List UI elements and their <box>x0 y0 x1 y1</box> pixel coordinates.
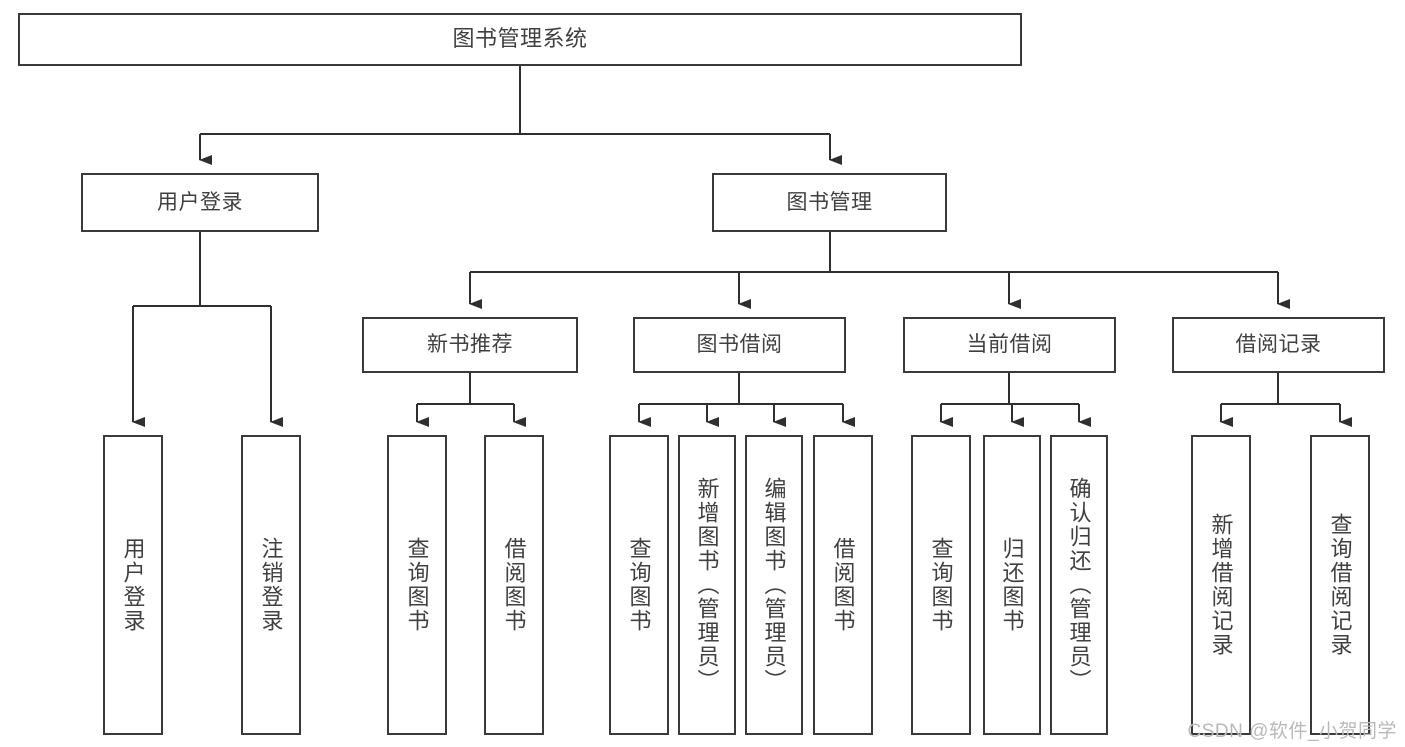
leaf-query-record-label: 查询借阅记录 <box>1327 513 1353 657</box>
node-borrow-record-label: 借阅记录 <box>1235 333 1322 357</box>
leaf-borrow-book-2-label: 借阅图书 <box>830 537 856 633</box>
leaf-query-book-2[interactable]: 查询图书 <box>609 435 669 735</box>
leaf-query-book-1-label: 查询图书 <box>404 537 430 633</box>
leaf-query-book-3-label: 查询图书 <box>928 537 954 633</box>
leaf-confirm-return[interactable]: 确认归还（管理员） <box>1050 435 1108 735</box>
leaf-add-book-label: 新增图书（管理员） <box>694 477 720 693</box>
node-root[interactable]: 图书管理系统 <box>18 13 1022 66</box>
leaf-query-book-1[interactable]: 查询图书 <box>387 435 447 735</box>
leaf-return-book[interactable]: 归还图书 <box>983 435 1041 735</box>
leaf-query-record[interactable]: 查询借阅记录 <box>1310 435 1370 735</box>
leaf-edit-book[interactable]: 编辑图书（管理员） <box>745 435 803 735</box>
leaf-user-login-label: 用户登录 <box>120 537 146 633</box>
leaf-borrow-book-1[interactable]: 借阅图书 <box>484 435 544 735</box>
node-user-login[interactable]: 用户登录 <box>81 173 319 232</box>
node-book-manage-label: 图书管理 <box>786 190 873 214</box>
leaf-add-record-label: 新增借阅记录 <box>1208 513 1234 657</box>
node-current-borrow[interactable]: 当前借阅 <box>903 317 1116 373</box>
node-borrow-record[interactable]: 借阅记录 <box>1172 317 1385 373</box>
leaf-user-login[interactable]: 用户登录 <box>103 435 163 735</box>
node-new-book-rec[interactable]: 新书推荐 <box>362 317 578 373</box>
leaf-return-book-label: 归还图书 <box>999 537 1025 633</box>
leaf-borrow-book-2[interactable]: 借阅图书 <box>813 435 873 735</box>
leaf-logout-label: 注销登录 <box>258 537 284 633</box>
leaf-add-book[interactable]: 新增图书（管理员） <box>678 435 736 735</box>
leaf-query-book-3[interactable]: 查询图书 <box>911 435 971 735</box>
node-book-borrow-label: 图书借阅 <box>696 333 783 357</box>
leaf-add-record[interactable]: 新增借阅记录 <box>1191 435 1251 735</box>
node-user-login-label: 用户登录 <box>157 190 243 214</box>
node-book-manage[interactable]: 图书管理 <box>712 173 947 232</box>
leaf-confirm-return-label: 确认归还（管理员） <box>1066 477 1092 693</box>
node-root-label: 图书管理系统 <box>452 26 588 52</box>
node-book-borrow[interactable]: 图书借阅 <box>633 317 846 373</box>
leaf-query-book-2-label: 查询图书 <box>626 537 652 633</box>
leaf-logout[interactable]: 注销登录 <box>241 435 301 735</box>
node-new-book-rec-label: 新书推荐 <box>427 333 513 357</box>
leaf-borrow-book-1-label: 借阅图书 <box>501 537 527 633</box>
watermark: CSDN @软件_小贺同学 <box>1187 721 1397 742</box>
leaf-edit-book-label: 编辑图书（管理员） <box>761 477 787 693</box>
node-current-borrow-label: 当前借阅 <box>966 333 1053 357</box>
